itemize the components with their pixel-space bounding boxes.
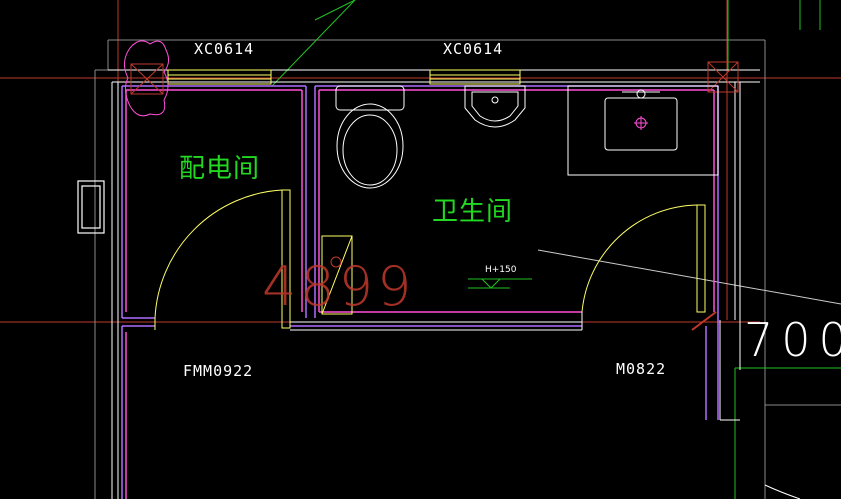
room-label-distribution: 配电间 [179,154,261,184]
toilet-fixture [335,85,405,189]
columns [124,40,739,117]
dimension-red: 4899 [262,255,416,318]
sink-drain [634,116,648,130]
floor-drain [321,235,353,315]
elevation-label: H+150 [485,265,517,275]
elevation-marker [468,278,532,289]
corner-detail [764,484,801,499]
vanity-fixture [567,85,719,176]
doors [154,189,706,330]
window-right [429,69,521,85]
room-label-toilet: 卫生间 [432,197,514,227]
door-label-left: FMM0922 [183,362,254,380]
dimension-white: 700 [744,313,841,367]
windows [167,69,521,85]
construction-lines [271,0,841,499]
window-label-right: XC0614 [443,40,504,58]
door-arc-left [154,189,283,319]
door-leaf-right [696,204,706,313]
basin-fixture [464,85,526,128]
window-label-left: XC0614 [194,40,255,58]
outer-boundary [94,39,841,499]
dim-tick [691,311,717,331]
leader-line [537,249,841,305]
walls-white [108,69,760,499]
door-leaf-left [281,189,291,329]
walls-inner [125,89,715,499]
door-label-right: M0822 [616,360,667,378]
door-arc-right [581,204,698,313]
window-left [167,69,272,85]
wall-box [77,180,105,234]
drain-circle [330,256,342,268]
